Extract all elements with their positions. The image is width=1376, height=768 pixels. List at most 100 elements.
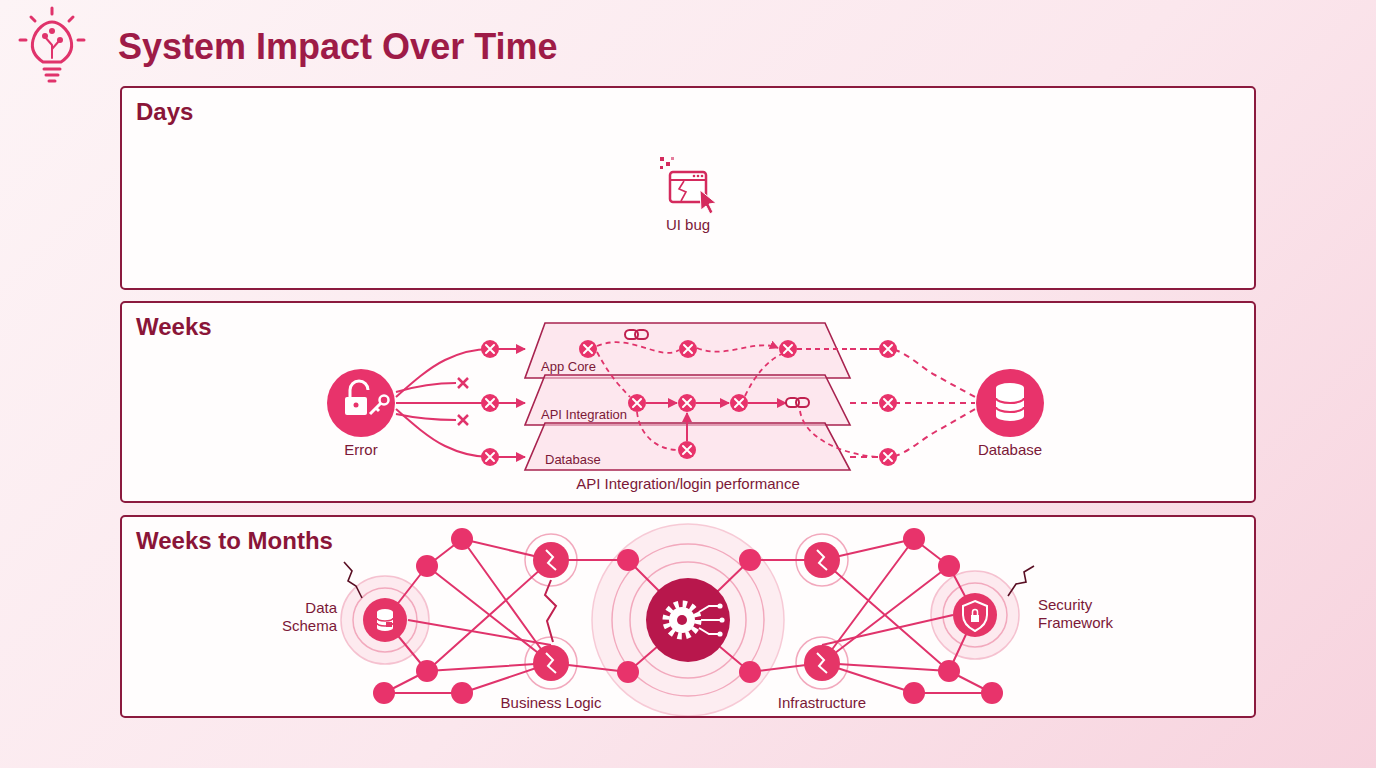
failure-mark xyxy=(628,394,646,412)
network-dot xyxy=(903,528,925,550)
core-gear xyxy=(677,615,687,625)
connector xyxy=(396,349,525,397)
schema-icon xyxy=(377,609,393,615)
failure-mark xyxy=(481,448,499,466)
network-link xyxy=(688,539,992,693)
ring-halo xyxy=(796,637,848,689)
caption-label: API Integration/login performance xyxy=(488,475,888,493)
failure-mark xyxy=(735,399,743,407)
shield-icon xyxy=(963,601,987,631)
timeline-band: Weeks to MonthsData SchemaBusiness Logic… xyxy=(120,515,1256,718)
ring-halo xyxy=(630,562,746,678)
layer-flow xyxy=(800,411,879,457)
failure-mark xyxy=(884,345,892,353)
failed-branch xyxy=(458,378,468,388)
layer-flow xyxy=(637,412,678,450)
ui-bug-icon xyxy=(701,175,704,178)
failure-mark xyxy=(481,340,897,466)
lock-key-icon xyxy=(354,403,359,408)
network-dot xyxy=(938,660,960,682)
schema-icon xyxy=(377,618,393,626)
crack-line xyxy=(545,580,556,642)
failure-mark xyxy=(879,340,897,358)
failure-mark xyxy=(579,340,597,358)
link-icon xyxy=(635,330,648,339)
lightbulb-icon xyxy=(42,33,48,39)
failure-mark xyxy=(678,394,696,412)
failure-mark xyxy=(633,399,641,407)
failure-mark xyxy=(879,340,897,358)
ring-halo xyxy=(341,524,1019,716)
lock-key-icon xyxy=(380,396,389,405)
ring-halo xyxy=(525,534,577,586)
link-icon xyxy=(625,330,809,407)
connector xyxy=(396,402,525,404)
ring-halo xyxy=(943,583,1007,647)
failure-mark xyxy=(628,394,646,412)
network-dot xyxy=(903,682,925,704)
network-dot xyxy=(416,555,438,577)
lightbulb-icon xyxy=(49,28,55,34)
failure-mark xyxy=(779,340,797,358)
database-icon xyxy=(996,398,1024,412)
database-node: Database xyxy=(975,369,1045,461)
network-dot xyxy=(373,682,395,704)
crack-line xyxy=(817,550,827,570)
layer-flow xyxy=(686,413,688,441)
ring-halo xyxy=(796,534,848,586)
failure-mark xyxy=(879,394,897,412)
node-label: App Core xyxy=(541,359,741,375)
layer-flow xyxy=(748,402,786,404)
lightbulb-icon xyxy=(32,22,71,62)
lightbulb-icon xyxy=(44,69,60,81)
failure-mark xyxy=(879,448,897,466)
core-gear xyxy=(717,603,722,608)
failure-mark xyxy=(481,394,499,412)
core-gear xyxy=(646,578,730,662)
node-circle xyxy=(363,598,407,642)
failure-mark xyxy=(486,345,494,353)
component-node: Business Logic xyxy=(494,645,608,713)
node-label: Business Logic xyxy=(481,694,621,712)
network-dot xyxy=(416,660,438,682)
failed-branch xyxy=(396,378,468,425)
component-node: Security Framework xyxy=(953,593,1128,637)
failure-mark xyxy=(784,345,792,353)
ui-bug-icon xyxy=(700,190,716,214)
failure-mark xyxy=(879,448,897,466)
network-dot xyxy=(739,549,761,571)
lock-key-icon xyxy=(345,397,367,415)
failure-mark xyxy=(679,340,697,358)
failure-mark xyxy=(678,441,696,459)
dashed-connector xyxy=(850,402,975,404)
node-label: Database xyxy=(960,441,1060,459)
lightbulb-icon xyxy=(20,8,84,40)
database-icon xyxy=(996,383,1024,421)
component-node: Infrastructure xyxy=(765,645,879,713)
failure-mark xyxy=(730,394,748,412)
ring-halo xyxy=(592,524,784,716)
schema-icon xyxy=(377,625,393,631)
failure-mark xyxy=(879,394,897,412)
timeline-band: WeeksErrorApp CoreAPI IntegrationDatabas… xyxy=(120,301,1256,503)
node-label: Database xyxy=(545,452,745,468)
shield-icon xyxy=(973,610,978,616)
layer-flow xyxy=(797,348,879,350)
network-dot xyxy=(373,528,1003,704)
connector-group xyxy=(396,349,975,645)
failure-mark xyxy=(679,340,697,358)
network-dot xyxy=(981,682,1003,704)
connector xyxy=(822,615,953,645)
connector xyxy=(408,620,551,645)
network-dot xyxy=(739,661,761,683)
failure-mark xyxy=(683,399,691,407)
node-circle xyxy=(953,593,997,637)
ring-halo xyxy=(341,576,429,664)
core-gear xyxy=(666,604,698,636)
ui-bug-icon xyxy=(660,166,663,169)
page-title: System Impact Over Time xyxy=(118,26,558,68)
network-link xyxy=(384,539,688,693)
layer-flow xyxy=(745,354,782,396)
panel-fill xyxy=(120,515,1256,718)
caption-label: UI bug xyxy=(588,216,788,234)
